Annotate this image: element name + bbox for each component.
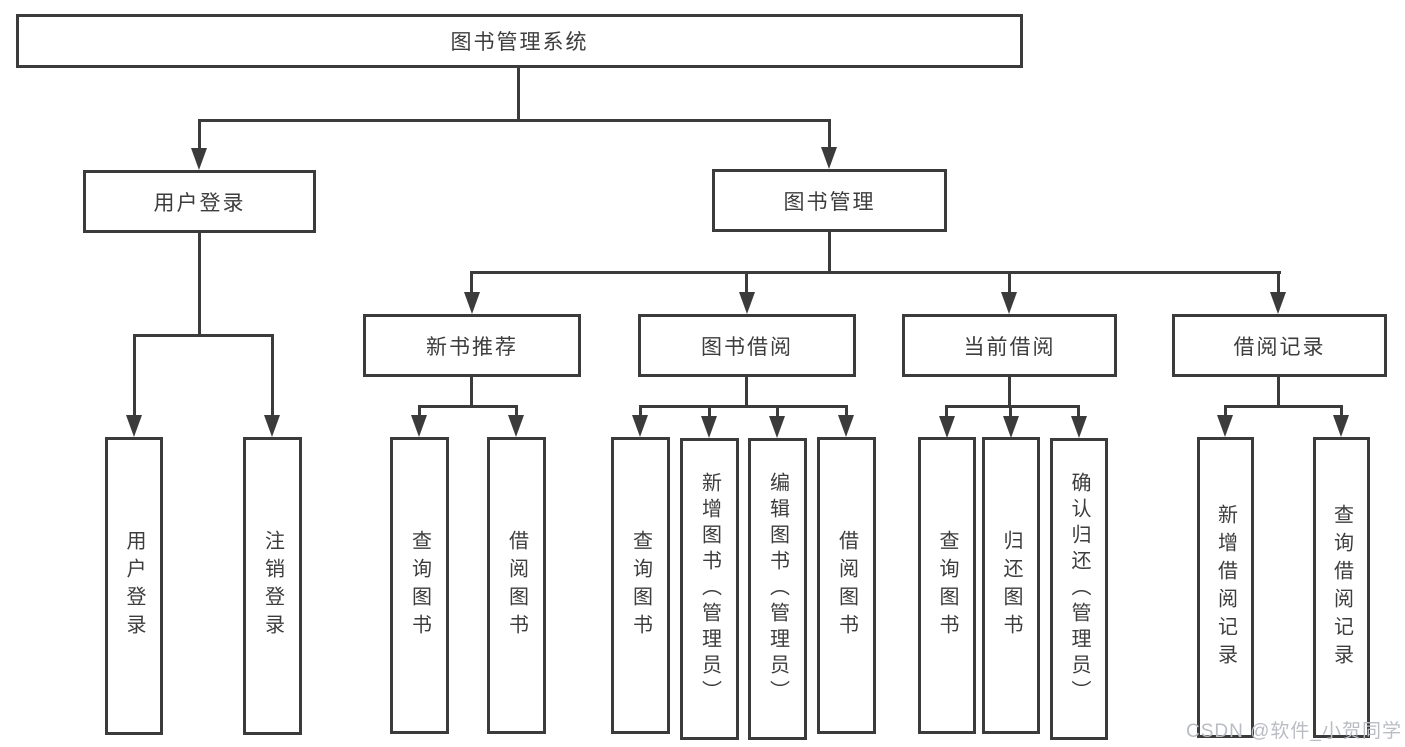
connector-line [945,405,1080,408]
connector-line [133,334,136,418]
node-new-book-recommend: 新书推荐 [363,314,581,377]
connector-line [470,271,473,293]
watermark: CSDN @软件_小贺同学 [1186,721,1402,742]
connector-line [1224,405,1227,417]
arrow-down-icon [264,415,280,437]
node-book-management: 图书管理 [712,169,947,232]
node-user-login: 用户登录 [83,170,316,233]
connector-line [198,119,201,151]
connector-line [470,271,1281,274]
leaf-query-books-1: 查询图书 [390,437,449,734]
connector-line [1224,405,1343,408]
leaf-return-book: 归还图书 [982,437,1040,734]
connector-line [271,334,274,418]
arrow-down-icon [191,148,207,170]
arrow-down-icon [508,415,524,437]
arrow-down-icon [1270,292,1286,314]
node-book-borrowing: 图书借阅 [638,314,856,377]
arrow-down-icon [632,415,648,437]
arrow-down-icon [769,416,785,438]
connector-line [1340,405,1343,417]
node-current-borrowing: 当前借阅 [902,314,1117,377]
connector-line [828,231,831,273]
arrow-down-icon [1333,415,1349,437]
leaf-query-books-2: 查询图书 [611,437,670,734]
connector-line [1008,271,1011,293]
arrow-down-icon [1003,416,1019,438]
arrow-down-icon [701,416,717,438]
connector-line [745,271,748,293]
connector-line [517,68,520,121]
leaf-query-borrow-record: 查询借阅记录 [1313,437,1370,738]
connector-line [1009,405,1012,418]
arrow-down-icon [739,292,755,314]
connector-line [418,405,421,417]
arrow-down-icon [1001,292,1017,314]
connector-line [845,405,848,417]
connector-line [1077,405,1080,418]
connector-line [1277,271,1280,293]
leaf-user-login: 用户登录 [105,437,163,735]
leaf-edit-book-admin: 编辑图书（管理员） [748,438,807,740]
leaf-borrow-books-1: 借阅图书 [487,437,546,734]
node-borrowing-records: 借阅记录 [1172,314,1387,377]
arrow-down-icon [126,415,142,437]
connector-line [198,119,830,122]
node-root: 图书管理系统 [16,14,1023,68]
connector-line [945,405,948,418]
leaf-query-books-3: 查询图书 [918,437,976,734]
leaf-borrow-books-2: 借阅图书 [817,437,876,734]
arrow-down-icon [1071,416,1087,438]
connector-line [639,405,848,408]
connector-line [828,119,831,150]
connector-line [470,376,473,407]
leaf-confirm-return-admin: 确认归还（管理员） [1050,438,1108,740]
connector-line [708,405,711,418]
arrow-down-icon [464,292,480,314]
arrow-down-icon [939,416,955,438]
connector-line [639,405,642,417]
connector-line [515,405,518,417]
connector-line [198,232,201,336]
connector-line [418,405,518,408]
leaf-logout: 注销登录 [243,437,302,735]
leaf-add-borrow-record: 新增借阅记录 [1197,437,1254,738]
connector-line [776,405,779,418]
leaf-add-book-admin: 新增图书（管理员） [680,438,739,740]
arrow-down-icon [1217,415,1233,437]
connector-line [745,376,748,407]
connector-line [1008,376,1011,407]
arrow-down-icon [411,415,427,437]
connector-line [1277,376,1280,407]
arrow-down-icon [838,415,854,437]
connector-line [133,334,274,337]
arrow-down-icon [821,147,837,169]
